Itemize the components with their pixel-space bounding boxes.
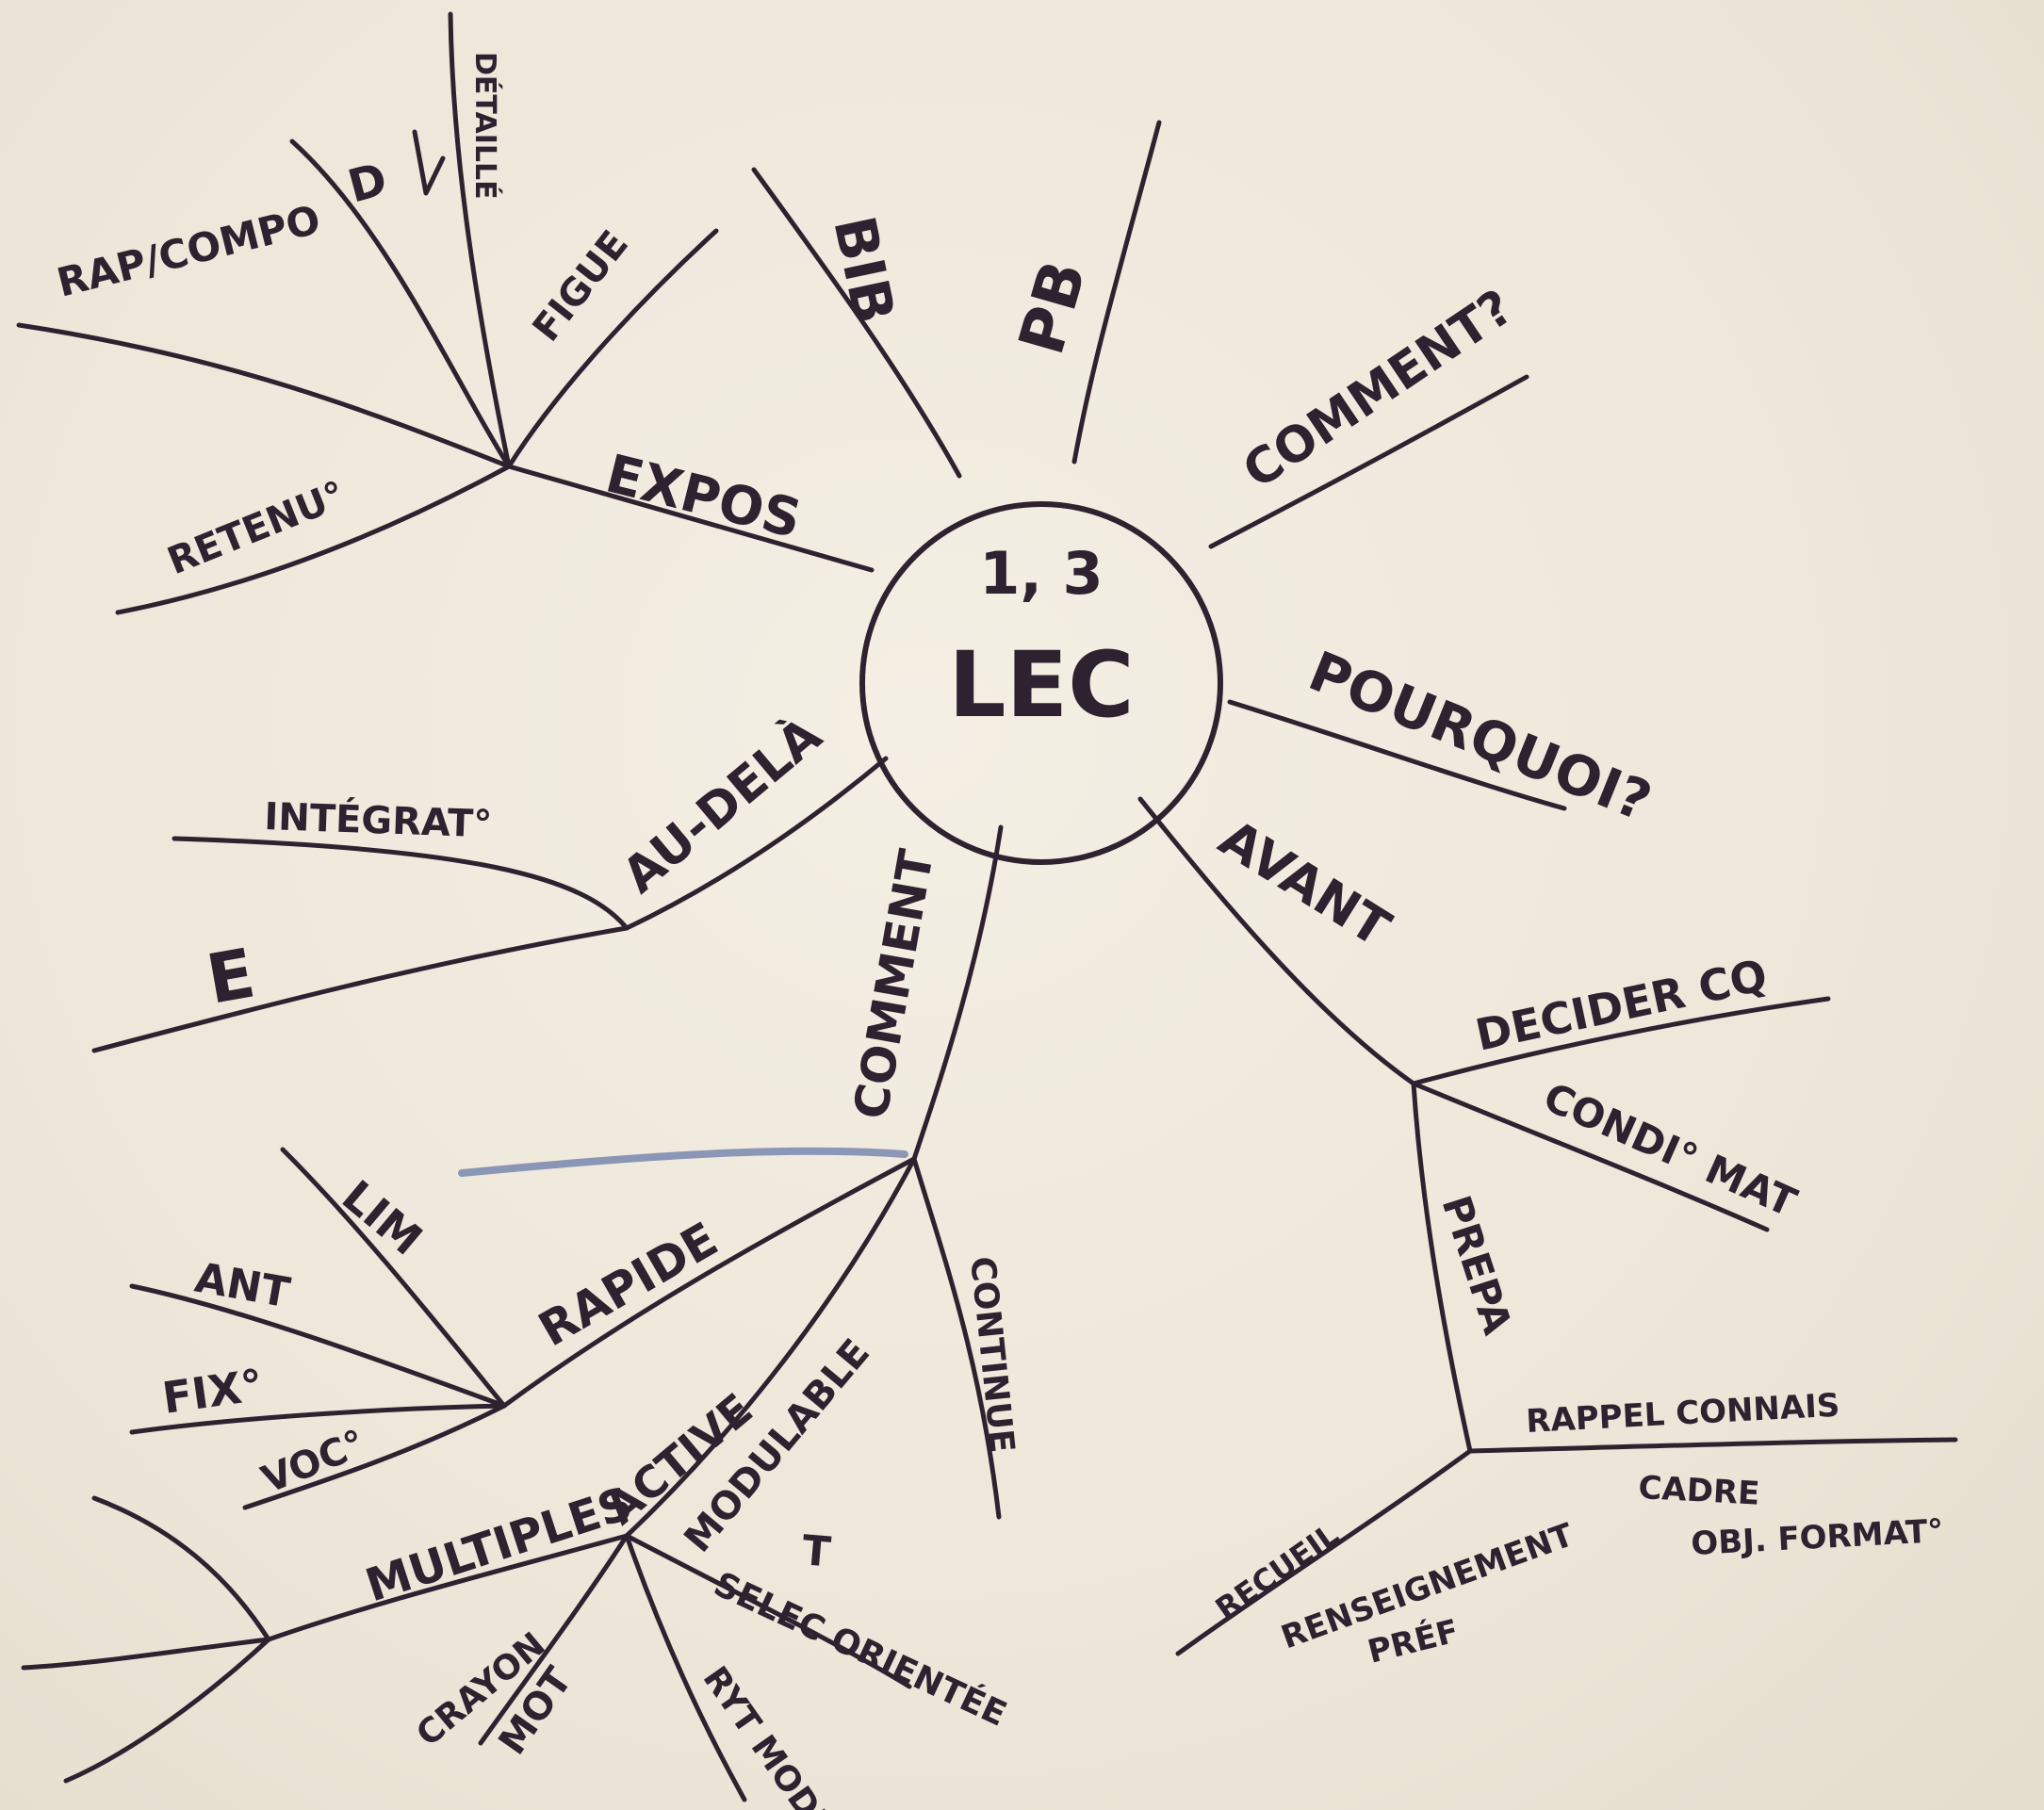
branch-line [1071, 120, 1162, 465]
label-t: T [800, 1526, 832, 1576]
label-figue: FIGUE [525, 223, 637, 351]
label-rappel-connais: RAPPEL CONNAIS [1525, 1387, 1840, 1441]
branch-line [624, 1533, 747, 1802]
branch-line [506, 464, 875, 573]
branch-bib: BIB [751, 167, 962, 479]
branch-line [16, 322, 512, 469]
branch-line [1467, 1437, 1958, 1454]
branch-avant: AVANT DECIDER CQ CONDI° MAT PREPA RAPPEL… [1137, 796, 1958, 1671]
branch-comment-question: COMMENT? [1208, 279, 1529, 549]
label-fix: FIX° [159, 1360, 266, 1424]
center-number: 1, 3 [979, 539, 1103, 608]
branch-line [911, 824, 1004, 1162]
branch-line [91, 925, 630, 1053]
branch-line [129, 1403, 507, 1435]
branch-au-dela: AU-DELÀ INTÉGRAT° E [91, 707, 889, 1053]
branch-line [1411, 1081, 1473, 1454]
branch-line [280, 1147, 507, 1409]
branch-line [1411, 1081, 1770, 1232]
label-retenu: RETENU° [162, 473, 352, 583]
branch-line [478, 1533, 630, 1746]
center-node [859, 501, 1223, 865]
label-voc: VOC° [256, 1422, 372, 1502]
branch-pb: PB [1005, 120, 1162, 465]
blue-smudge-line [458, 1147, 908, 1177]
branch-line [1175, 1448, 1473, 1656]
label-e: E [201, 933, 260, 1019]
branch-line [172, 836, 630, 931]
label-pourquoi: POURQUOI? [1300, 639, 1660, 834]
label-detaille: DÉTAILLÉ [468, 52, 502, 200]
branch-line [624, 756, 889, 931]
branch-line [1208, 374, 1529, 549]
branch-line [242, 1403, 507, 1510]
center-title: LEC [948, 632, 1134, 738]
branch-line [129, 1283, 507, 1409]
label-pb: PB [1005, 253, 1100, 362]
branch-line [1227, 699, 1567, 811]
branch-line [448, 11, 512, 469]
label-expos: EXPOS [600, 444, 808, 551]
branch-pourquoi: POURQUOI? [1227, 639, 1660, 834]
label-ant: ANT [191, 1254, 293, 1318]
label-obj-format: OBJ. FORMAT° [1690, 1512, 1944, 1563]
label-bib: BIB [820, 211, 907, 330]
branch-line [911, 1156, 1002, 1520]
branch-line [501, 1156, 917, 1409]
label-rap-compo: RAP/COMPO [53, 196, 325, 306]
label-prepa: PREPA [1432, 1190, 1520, 1340]
arrow-down-icon [412, 129, 446, 196]
label-avant: AVANT [1209, 808, 1400, 959]
label-lim: LIM [333, 1170, 432, 1265]
branch-line [91, 1495, 271, 1642]
branch-comment: COMMENT RAPIDE LIM ANT FIX° VOC° CONTINU… [21, 824, 1022, 1810]
label-comment-question: COMMENT? [1234, 279, 1524, 500]
branch-line [751, 167, 962, 479]
branch-expos: EXPOS RAP/COMPO D DÉTAILLÉ FIGUE RETENU° [16, 11, 875, 615]
label-decider: DECIDER CQ [1471, 950, 1772, 1061]
label-integrat: INTÉGRAT° [264, 793, 493, 846]
label-ryt: RYT MODULÉ [695, 1659, 870, 1810]
branch-line [1137, 796, 1416, 1086]
branch-line [289, 139, 512, 469]
branch-line [506, 228, 719, 469]
branch-line [63, 1637, 271, 1784]
branch-line [266, 1533, 630, 1642]
branch-line [115, 464, 512, 615]
branch-line [1411, 996, 1831, 1086]
branch-line [624, 1156, 917, 1539]
label-cadre: CADRE [1638, 1469, 1761, 1513]
branch-line [624, 1533, 912, 1689]
label-rapide: RAPIDE [530, 1212, 727, 1357]
label-comment: COMMENT [843, 846, 944, 1124]
branch-line [21, 1637, 271, 1671]
